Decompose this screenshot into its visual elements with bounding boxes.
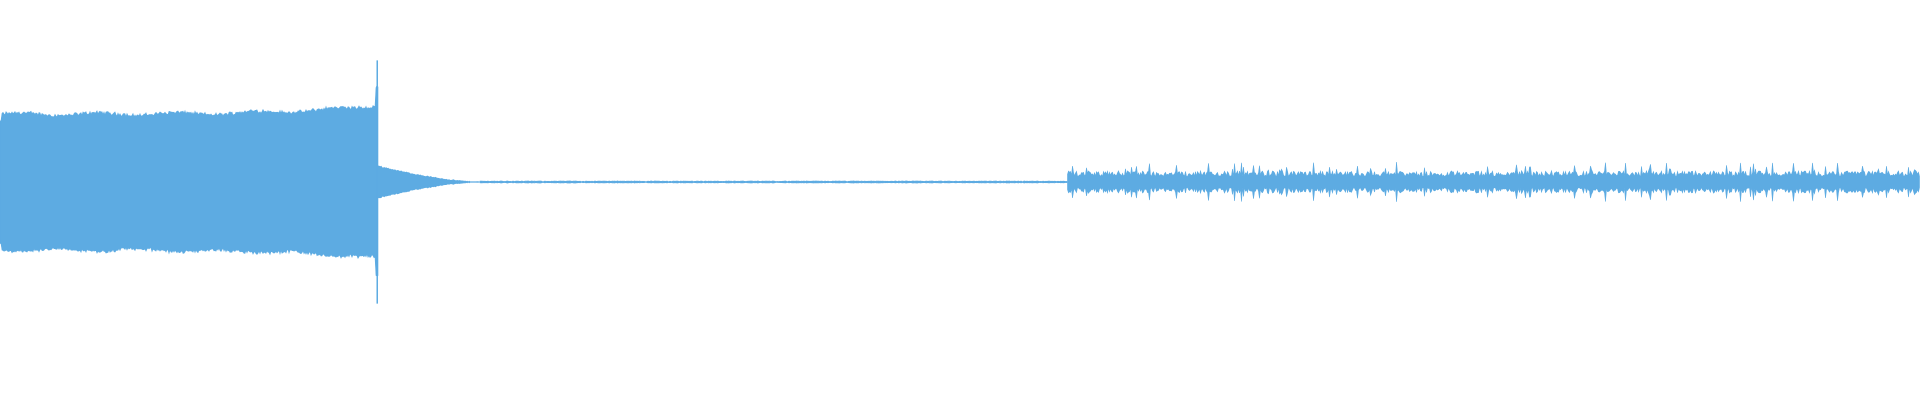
waveform-segment-textured-noise — [1067, 161, 1920, 202]
waveform-segment-sustained-loud — [0, 84, 379, 277]
waveform-segment-decay-tail — [377, 165, 480, 199]
waveform-segment-near-silence — [479, 180, 1068, 184]
